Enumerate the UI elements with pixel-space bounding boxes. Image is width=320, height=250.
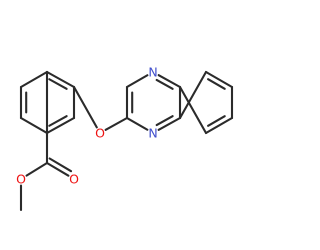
bond-q6-q5 <box>204 70 234 89</box>
atom-label-o_ester: O <box>16 172 26 187</box>
bond-n1-q8a-inner <box>155 78 174 90</box>
bond-a5-o_ether <box>72 85 98 129</box>
bond-a2-a3 <box>19 116 49 135</box>
bond-o_ether-q3 <box>104 116 129 131</box>
bond-q8a-q8 <box>178 85 208 135</box>
bond-n1-q8a <box>157 74 182 89</box>
bond-a6-a1 <box>19 70 49 89</box>
atom-label-n1: N <box>148 65 157 80</box>
bond-q8-q7-inner <box>207 115 226 127</box>
bond-q3-n4 <box>125 116 149 131</box>
molecule-structure-diagram: O N N O O <box>16 65 234 212</box>
bond-c_carbonyl-o_carbonyl-second <box>48 157 73 173</box>
bond-a3-a4 <box>45 116 76 135</box>
bond-a3-a4-inner <box>48 115 68 127</box>
bond-q2-n1 <box>125 74 149 89</box>
atom-label-n4: N <box>148 126 157 141</box>
bond-q8-q7 <box>204 116 234 135</box>
atom-label-o_carbonyl: O <box>69 172 79 187</box>
bond-c_carbonyl-o_carbonyl <box>45 161 70 177</box>
bond-a5-a6 <box>45 70 76 89</box>
atom-label-layer: O N N O O <box>16 65 158 187</box>
bond-c_carbonyl-o_ester <box>25 161 49 177</box>
bond-layer <box>19 70 234 212</box>
atom-label-o_ether: O <box>95 126 105 141</box>
bond-a5-a6-inner <box>48 78 68 90</box>
bond-q6-q5-inner <box>207 78 226 90</box>
bond-n4-q4a <box>157 116 182 131</box>
bond-n4-q4a-inner <box>155 115 174 127</box>
bond-q5-q4a <box>178 70 208 120</box>
